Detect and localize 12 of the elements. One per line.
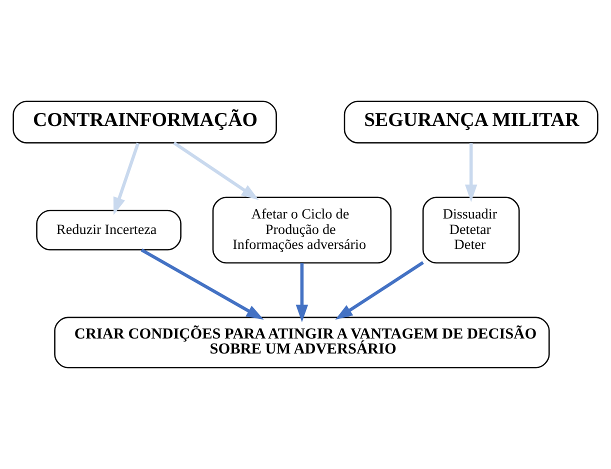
node-box: CONTRAINFORMAÇÃO <box>12 100 277 144</box>
node-box: Dissuadir Detetar Deter <box>422 196 520 264</box>
arrow <box>464 143 478 202</box>
arrow <box>173 142 259 200</box>
node-box: Afetar o Ciclo de Produção de Informações adversário <box>212 196 392 264</box>
node-box: SEGURANÇA MILITAR <box>344 100 598 144</box>
node-box: CRIAR CONDIÇÕES PARA ATINGIR A VANTAGEM DE DECISÃO SOBRE UM ADVERSÁRIO <box>54 316 550 368</box>
node-box: Reduzir Incerteza <box>36 210 182 250</box>
arrow <box>140 248 264 320</box>
arrow <box>296 263 308 322</box>
arrow <box>113 142 140 215</box>
arrow <box>335 261 424 320</box>
